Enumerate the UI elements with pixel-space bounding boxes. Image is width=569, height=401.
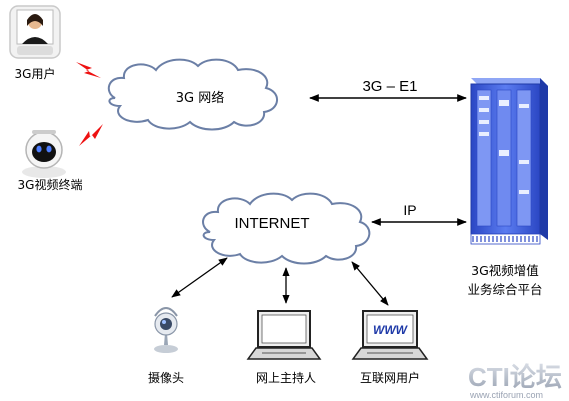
terminal-3g-label: 3G视频终端: [18, 177, 83, 192]
wireless-link-icon: [79, 124, 103, 146]
internet-cloud: [202, 192, 371, 265]
network-3g-label: 3G 网络: [176, 90, 224, 106]
laptop-host-icon: [246, 310, 322, 360]
watermark-url: www.ctiforum.com: [469, 390, 543, 400]
watermark-brand: CTI论坛: [468, 362, 562, 392]
platform-label-line1: 3G视频增值: [471, 263, 539, 278]
video-terminal-icon: [22, 130, 66, 178]
internet-user-label: 互联网用户: [360, 370, 420, 385]
laptop-internet-user-icon: [351, 310, 429, 360]
watermark-logo: CTI论坛 www.ctiforum.com: [468, 362, 562, 400]
ip-link-label: IP: [403, 202, 416, 218]
user-3g-label: 3G用户: [15, 66, 56, 81]
internet-user-link-arrow: [351, 261, 389, 306]
network-3g-cloud: [107, 58, 278, 131]
platform-label-line2: 业务综合平台: [467, 282, 542, 297]
camera-link-arrow: [171, 257, 228, 298]
phone-user-icon: [9, 5, 61, 59]
wireless-link-icon: [76, 62, 101, 78]
screen-www-text: WWW: [373, 323, 409, 337]
server-platform-icon: [470, 78, 548, 245]
host-label: 网上主持人: [256, 370, 316, 385]
e1-link-label: 3G – E1: [362, 78, 417, 95]
camera-icon: [154, 307, 178, 353]
internet-label: INTERNET: [235, 215, 310, 232]
camera-label: 摄像头: [148, 370, 184, 385]
